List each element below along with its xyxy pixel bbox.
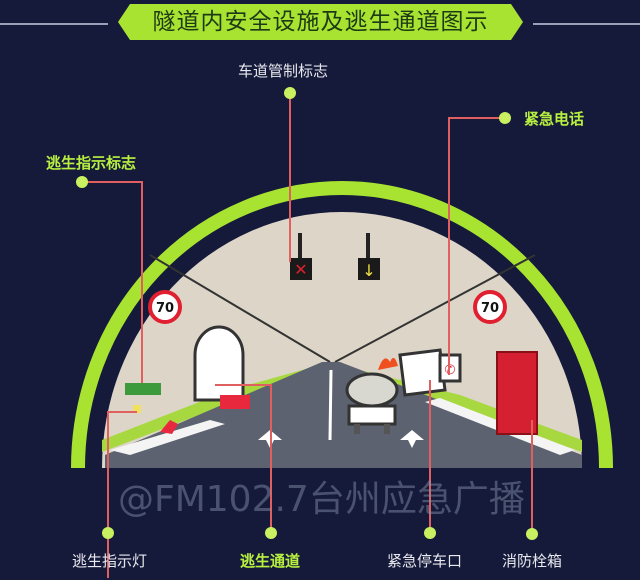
label-escape-sign: 逃生指示标志 <box>46 154 137 172</box>
svg-text:70: 70 <box>156 301 174 316</box>
label-lane-control-sign: 车道管制标志 <box>238 62 329 80</box>
leader-dot <box>102 527 114 539</box>
title-rule-right <box>533 23 640 25</box>
leader-dot <box>526 528 538 540</box>
lane-control-arrow-sign <box>358 258 380 280</box>
label-fire-hydrant-box: 消防栓箱 <box>502 552 563 570</box>
leader-dot <box>424 527 436 539</box>
leader-dot <box>265 527 277 539</box>
svg-text:70: 70 <box>481 301 499 316</box>
fire <box>378 357 398 370</box>
svg-text:↓: ↓ <box>362 261 375 280</box>
leader-dot <box>284 87 296 99</box>
emergency-stop-bay <box>398 348 447 397</box>
label-escape-passage: 逃生通道 <box>240 552 301 570</box>
leader-dot <box>76 176 88 188</box>
page-title: 隧道内安全设施及逃生通道图示 <box>118 4 523 40</box>
lane-control-x-sign <box>290 258 312 280</box>
label-escape-light: 逃生指示灯 <box>72 552 148 570</box>
title-rule-left <box>0 23 108 25</box>
fire-hydrant-box <box>496 351 538 435</box>
injured-people <box>220 395 250 409</box>
escape-sign <box>125 383 161 395</box>
leader-dot <box>499 112 511 124</box>
escape-light <box>133 405 141 413</box>
running-person <box>160 420 178 434</box>
tanker-truck <box>345 372 399 434</box>
svg-text:✕: ✕ <box>294 260 307 279</box>
escape-passage-door <box>193 325 245 402</box>
label-emergency-stop: 紧急停车口 <box>387 552 463 570</box>
speed-limit-sign-right: 70 <box>473 290 507 324</box>
label-emergency-phone: 紧急电话 <box>524 110 585 128</box>
road <box>105 362 582 468</box>
tunnel-outer-arc <box>71 181 613 469</box>
watermark: @FM102.7台州应急广播 <box>118 479 525 520</box>
speed-limit-sign-left: 70 <box>148 290 182 324</box>
